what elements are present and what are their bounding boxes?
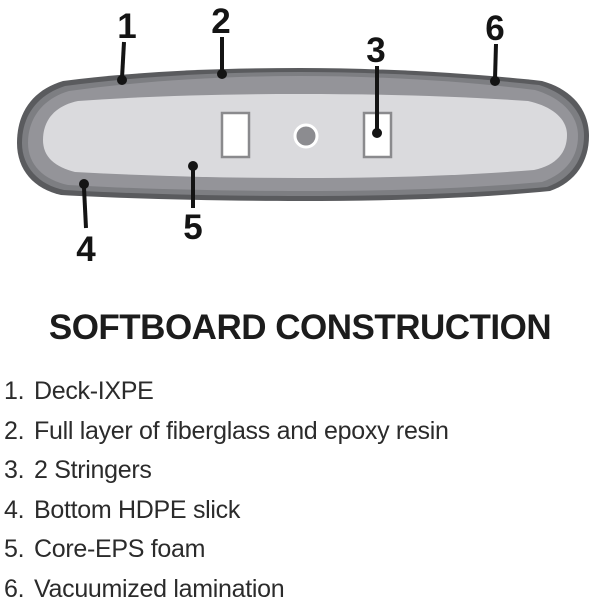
legend-item-4: 4. Bottom HDPE slick	[4, 491, 596, 531]
legend-item-6: 6. Vacuumized lamination	[4, 570, 596, 600]
legend-item-5: 5. Core-EPS foam	[4, 530, 596, 570]
vent-plug-circle	[293, 123, 319, 149]
legend-item-number: 5.	[4, 535, 25, 563]
legend-item-text: Bottom HDPE slick	[34, 495, 241, 524]
callout-4: 4	[76, 179, 96, 269]
legend-item-1: 1. Deck-IXPE	[4, 372, 596, 412]
legend-item-text: 2 Stringers	[34, 456, 152, 484]
legend-item-number: 2.	[4, 416, 25, 445]
legend-item-number: 3.	[4, 456, 25, 484]
callout-2: 2	[211, 2, 231, 79]
callout-2-label: 2	[211, 2, 230, 41]
callout-1-label: 1	[117, 7, 136, 46]
legend-item-text: Full layer of fiberglass and epoxy resin	[34, 416, 449, 445]
legend-item-3: 3. 2 Stringers	[4, 451, 596, 491]
legend-item-text: Core-EPS foam	[34, 535, 206, 563]
legend-list: 1. Deck-IXPE 2. Full layer of fiberglass a…	[4, 372, 596, 600]
callout-4-dot	[79, 179, 89, 189]
callout-3-dot	[372, 128, 382, 138]
callout-1: 1	[117, 7, 137, 85]
callout-1-dot	[117, 75, 127, 85]
callout-3: 3	[366, 31, 386, 138]
page-title: SOFTBOARD CONSTRUCTION	[48, 308, 552, 347]
callout-5: 5	[183, 161, 203, 247]
legend-item-number: 1.	[4, 377, 25, 405]
legend-item-number: 4.	[4, 495, 25, 524]
callout-6-label: 6	[485, 9, 504, 48]
stringer-left	[220, 111, 251, 159]
callout-2-dot	[217, 69, 227, 79]
legend-item-text: Deck-IXPE	[34, 377, 154, 405]
softboard-cross-section-diagram: 1 2 3 6	[17, 2, 589, 269]
callout-6: 6	[485, 9, 505, 86]
callout-6-dot	[490, 76, 500, 86]
legend-item-number: 6.	[4, 574, 25, 600]
callout-5-dot	[188, 161, 198, 171]
board-diagram-svg: 1 2 3 6	[17, 2, 589, 269]
legend-item-2: 2. Full layer of fiberglass and epoxy res…	[4, 412, 596, 452]
callout-4-label: 4	[76, 230, 96, 269]
callout-5-label: 5	[183, 208, 202, 247]
callout-3-label: 3	[366, 31, 385, 70]
legend-item-text: Vacuumized lamination	[34, 574, 285, 600]
